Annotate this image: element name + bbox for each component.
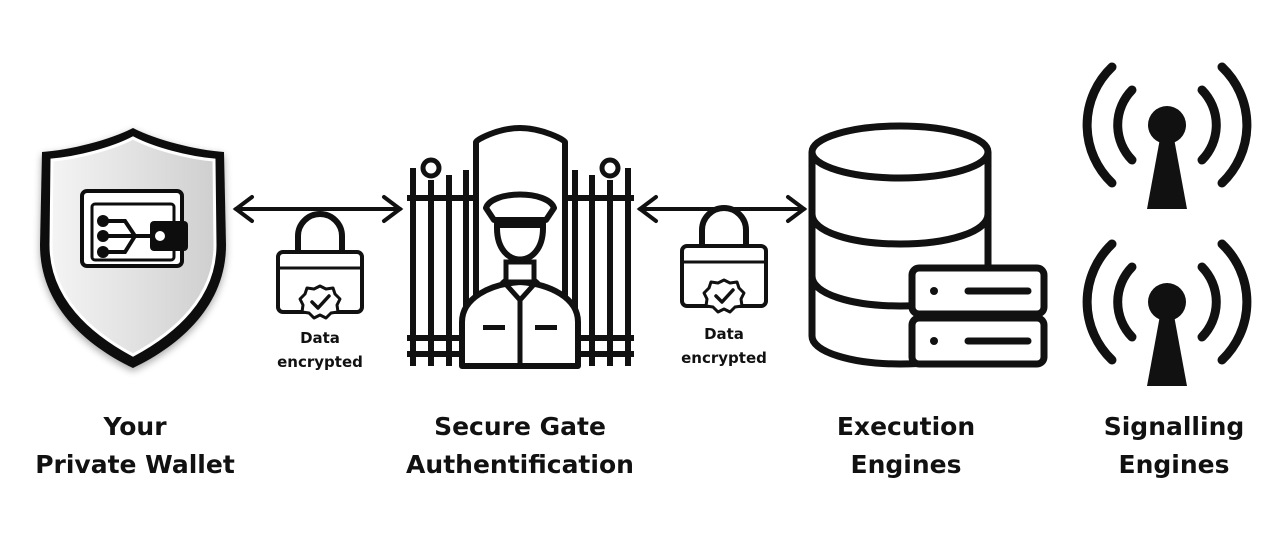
lock-icon bbox=[276, 211, 364, 320]
gate-guard-icon bbox=[407, 124, 634, 369]
node-label-line1: Your bbox=[103, 412, 167, 441]
node-label-signalling: Signalling Engines bbox=[1024, 408, 1280, 484]
connector-caption-line2: encrypted bbox=[681, 349, 767, 367]
check-badge-icon bbox=[702, 278, 746, 314]
node-label-execution: Execution Engines bbox=[756, 408, 1056, 484]
node-label-line2: Authentification bbox=[406, 450, 634, 479]
guard-icon bbox=[459, 191, 581, 369]
shield-wallet-icon bbox=[40, 128, 226, 368]
bidirectional-arrow-icon bbox=[232, 195, 404, 223]
connector-caption-line2: encrypted bbox=[277, 353, 363, 371]
node-label-line1: Secure Gate bbox=[434, 412, 606, 441]
node-label-gate: Secure Gate Authentification bbox=[370, 408, 670, 484]
server-rack-icon bbox=[908, 264, 1048, 368]
wallet-icon bbox=[80, 189, 188, 268]
node-label-line1: Execution bbox=[836, 412, 976, 441]
check-badge-icon bbox=[298, 284, 342, 320]
node-label-line2: Private Wallet bbox=[35, 450, 235, 479]
node-label-line2: Engines bbox=[850, 450, 962, 479]
connector-caption: Data encrypted bbox=[654, 322, 794, 370]
signal-tower-icon bbox=[1082, 239, 1252, 386]
node-label-line2: Engines bbox=[1118, 450, 1230, 479]
node-label-wallet: Your Private Wallet bbox=[0, 408, 285, 484]
lock-icon bbox=[680, 205, 768, 314]
connector-caption: Data encrypted bbox=[250, 326, 390, 374]
connector-caption-line1: Data bbox=[300, 329, 340, 347]
node-label-line1: Signalling bbox=[1103, 412, 1245, 441]
signal-tower-icon bbox=[1082, 62, 1252, 209]
database-server-icon bbox=[808, 122, 1048, 368]
connector-caption-line1: Data bbox=[704, 325, 744, 343]
